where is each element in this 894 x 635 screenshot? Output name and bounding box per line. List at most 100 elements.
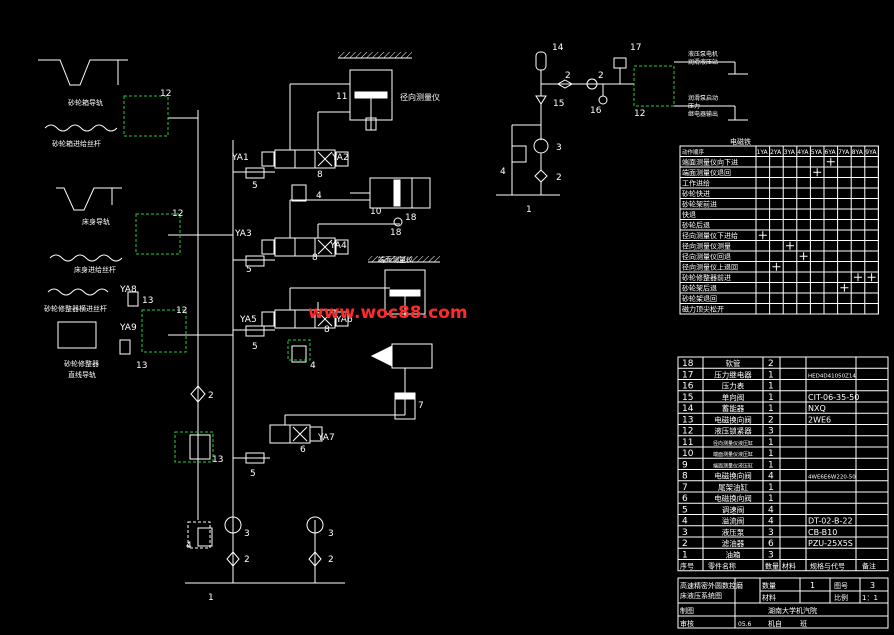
seq-col-header: 4YA xyxy=(797,149,809,156)
num-12b: 12 xyxy=(172,209,183,219)
valve-8-row1 xyxy=(261,149,349,169)
label-n18a: 18 xyxy=(405,213,417,223)
part-name: 滤油器 xyxy=(722,538,745,548)
num-12c: 12 xyxy=(176,306,187,316)
label-n18b: 18 xyxy=(390,228,402,238)
label-gauge-mid: 端面测量仪 xyxy=(378,255,413,264)
part-no: 1 xyxy=(682,550,688,560)
seq-row-label: 径向测量仪回退 xyxy=(682,252,731,261)
part-qty: 1 xyxy=(768,460,774,470)
parts-header-cell: 规格与代号 xyxy=(810,562,845,571)
num-5b: 5 xyxy=(246,265,252,275)
lube-circuit xyxy=(496,51,748,196)
label-dress-guide1: 砂轮修整器 xyxy=(64,359,99,368)
main-pipelines xyxy=(168,83,406,584)
label-ya5: YA5 xyxy=(239,315,257,325)
num-5c: 5 xyxy=(252,342,258,352)
part-no: 8 xyxy=(682,472,688,482)
part-no: 2 xyxy=(682,539,688,549)
part-no: 13 xyxy=(682,415,693,425)
part-qty: 1 xyxy=(768,494,774,504)
part-qty: 1 xyxy=(768,393,774,403)
part-qty: 2 xyxy=(768,359,774,369)
valve-8-row3 xyxy=(261,309,349,329)
num-5a: 5 xyxy=(252,181,258,191)
part-qty: 3 xyxy=(768,528,774,538)
num-3a: 3 xyxy=(244,529,250,539)
num-13a: 13 xyxy=(142,296,153,306)
part-name: 端面测量仪液压缸 xyxy=(713,462,753,469)
title-class: 机自 xyxy=(768,619,782,628)
part-model: 4WE6E6W220-50 xyxy=(808,475,856,481)
label-right-top2: 润滑液压站 xyxy=(688,58,718,66)
num-16: 16 xyxy=(590,106,602,116)
part-name: 液压泵 xyxy=(722,527,745,537)
seq-col-header: 1YA xyxy=(757,149,769,156)
parts-header-cell: 序号 xyxy=(680,562,694,571)
title-date: 05.6 xyxy=(738,621,752,628)
part-no: 18 xyxy=(682,359,694,369)
seq-row-label: 径向测量仪测量 xyxy=(682,242,731,251)
num-12a: 12 xyxy=(160,89,171,99)
title-qty-label: 数量 xyxy=(762,581,776,590)
part-no: 6 xyxy=(682,494,688,504)
title-dwg-label: 图号 xyxy=(834,582,848,590)
part-name: 电磁换向阀 xyxy=(714,414,752,424)
num-15: 15 xyxy=(553,99,564,109)
seq-row-label: 动作顺序 xyxy=(682,148,705,156)
label-dress-guide2: 直线导轨 xyxy=(68,370,96,379)
seq-col-header: 8YA xyxy=(852,149,864,156)
cylinder-7 xyxy=(394,368,416,420)
part-model: DT-02-B-22 xyxy=(808,517,853,526)
part-name: 压力继电器 xyxy=(714,369,752,379)
part-no: 15 xyxy=(682,393,693,403)
part-name: 压力表 xyxy=(722,381,745,391)
seq-row-label: 砂轮架后退 xyxy=(682,284,717,293)
seq-row-label: 砂轮架前进 xyxy=(682,200,717,209)
part-name: 蓄能器 xyxy=(722,403,745,413)
part-no: 7 xyxy=(682,483,688,493)
seq-row-label: 砂轮后退 xyxy=(682,221,710,230)
seq-col-header: 6YA xyxy=(825,149,837,156)
part-no: 16 xyxy=(682,382,694,392)
label-wheel-screw: 砂轮箱进给丝杆 xyxy=(52,139,101,148)
relief-valves-4 xyxy=(197,184,307,547)
label-n7: 7 xyxy=(418,401,424,411)
title-checked: 审核 xyxy=(680,619,694,628)
label-wheel-guide: 砂轮箱导轨 xyxy=(68,98,103,107)
seq-col-header: 7YA xyxy=(838,149,850,156)
part-name: 软管 xyxy=(726,358,741,368)
part-no: 10 xyxy=(682,449,694,459)
cylinder-10 xyxy=(350,177,431,209)
title-scale-label: 比例 xyxy=(834,593,848,602)
num-1-main: 1 xyxy=(208,593,214,603)
num-2b: 2 xyxy=(328,555,334,565)
part-no: 11 xyxy=(682,438,693,448)
part-qty: 3 xyxy=(768,550,774,560)
title-qty-val: 1 xyxy=(810,581,815,590)
label-ya8: YA8 xyxy=(119,285,137,295)
part-qty: 1 xyxy=(768,483,774,493)
left-guides xyxy=(38,59,139,355)
part-qty: 1 xyxy=(768,449,774,459)
seq-row-label: 径向测量仪上退回 xyxy=(682,263,738,272)
part-name: 调速阀 xyxy=(722,505,745,514)
num-13c: 13 xyxy=(212,455,223,465)
label-n11: 11 xyxy=(336,92,347,102)
num-8c: 8 xyxy=(324,325,330,335)
part-qty: 6 xyxy=(768,539,774,549)
part-qty: 1 xyxy=(768,438,774,448)
parts-header-cell: 材料 xyxy=(782,562,796,571)
part-qty: 4 xyxy=(768,505,774,515)
part-name: 液压锁紧器 xyxy=(714,426,752,436)
label-ya4: YA4 xyxy=(329,241,347,251)
part-no: 4 xyxy=(682,517,688,527)
title-mat-label: 材料 xyxy=(762,593,776,602)
num-4c: 4 xyxy=(186,541,192,551)
num-4b: 4 xyxy=(310,361,316,371)
seq-col-header: 9YA xyxy=(865,149,877,156)
num-4-lube: 4 xyxy=(500,167,506,177)
part-name: 径向测量仪液压缸 xyxy=(713,440,753,447)
